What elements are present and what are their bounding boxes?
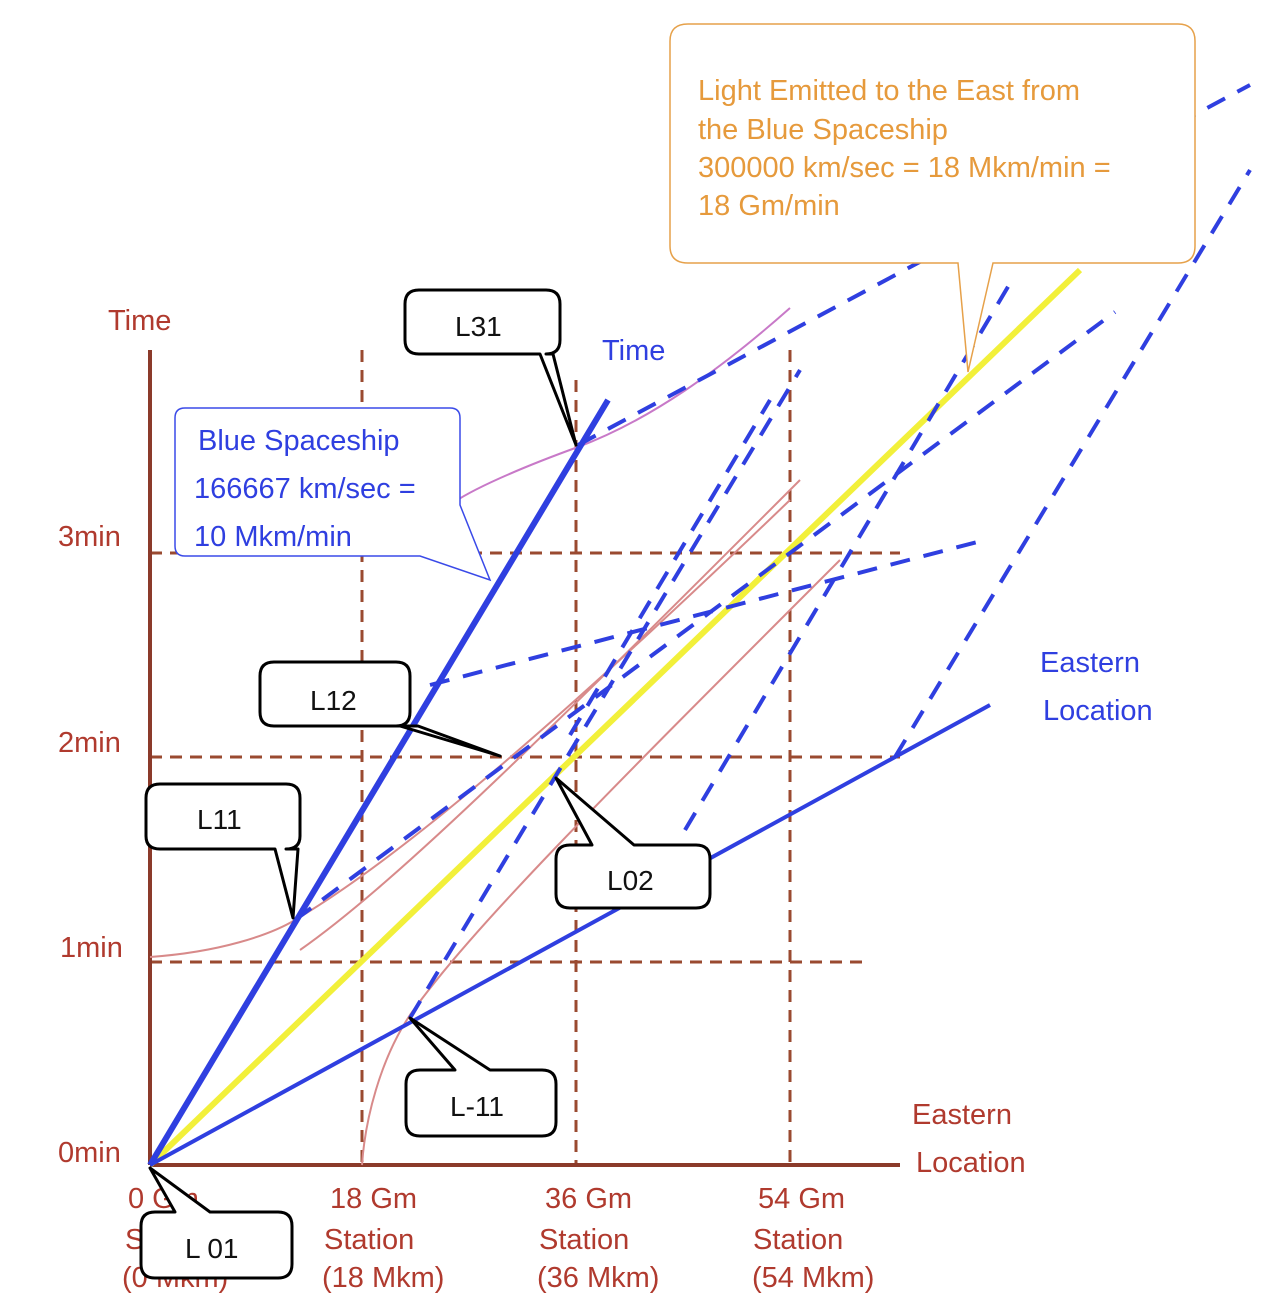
blue-ship-callout-line2: 166667 km/sec = (194, 473, 416, 505)
event-label-L01: L 01 (185, 1233, 238, 1264)
x-tick-18-line2: Station (324, 1224, 414, 1256)
ship-simultaneity-1 (293, 310, 1117, 922)
axes (148, 350, 900, 1167)
event-callout-L12: L12 (258, 660, 502, 758)
ship-simultaneity-2 (429, 538, 986, 687)
ship-simultaneity-3 (577, 83, 1251, 447)
event-callout-L11-box (144, 782, 302, 920)
event-callout-L02-box (554, 776, 712, 910)
tick-3min: 3min (58, 521, 121, 553)
event-callout-L31-box (403, 288, 578, 447)
blue-ship-callout-line1: Blue Spaceship (198, 425, 400, 457)
location-axis-title-line2: Location (916, 1147, 1026, 1179)
event-callout-L11: L11 (144, 782, 302, 920)
event-label-Lm11: L-11 (450, 1091, 504, 1122)
event-callout-L01-box (139, 1166, 294, 1280)
tick-2min: 2min (58, 727, 121, 759)
hyperbola-mid (299, 479, 801, 951)
ship-location-label-line1: Eastern (1040, 647, 1140, 679)
event-label-L02: L02 (607, 865, 654, 896)
event-callout-L02: L02 (554, 776, 712, 910)
light-callout-line1: Light Emitted to the East from (698, 75, 1080, 107)
ship-station-4 (568, 398, 772, 737)
x-tick-36: 36 Gm Station (36 Mkm) (537, 1183, 659, 1294)
x-tick-54-line3: (54 Mkm) (752, 1262, 874, 1294)
ship-location-axis (149, 703, 991, 1167)
event-callout-L31: L31 (403, 288, 578, 447)
light-callout-line4: 18 Gm/min (698, 190, 840, 222)
x-tick-36-line2: Station (539, 1224, 629, 1256)
x-tick-36-line1: 36 Gm (545, 1183, 632, 1215)
event-callout-Lm11: L-11 (404, 1016, 558, 1138)
ship-station-1 (408, 368, 802, 1020)
event-callout-L12-box (258, 660, 502, 758)
light-callout-line3: 300000 km/sec = 18 Mkm/min = (698, 152, 1111, 184)
ship-frame-dashed-lines (293, 83, 1252, 1020)
blue-ship-callout-line3: 10 Mkm/min (194, 521, 352, 553)
event-label-L31: L31 (455, 311, 502, 342)
event-label-L11: L11 (197, 804, 242, 835)
x-tick-54-line1: 54 Gm (758, 1183, 845, 1215)
tick-0min: 0min (58, 1137, 121, 1169)
x-tick-18: 18 Gm Station (18 Mkm) (322, 1183, 444, 1294)
tick-1min: 1min (60, 932, 123, 964)
x-tick-18-line3: (18 Mkm) (322, 1262, 444, 1294)
event-callout-L01: L 01 (139, 1166, 294, 1280)
x-tick-54: 54 Gm Station (54 Mkm) (752, 1183, 874, 1294)
hyperbola-time-3 (449, 307, 791, 506)
ship-frame (147, 398, 991, 1167)
hyperbola-space-1 (361, 559, 841, 1166)
ship-location-label-line2: Location (1043, 695, 1153, 727)
ship-time-axis (147, 398, 611, 1167)
location-axis-title-line1: Eastern (912, 1099, 1012, 1131)
x-tick-36-line3: (36 Mkm) (537, 1262, 659, 1294)
event-callout-Lm11-box (404, 1016, 558, 1138)
light-callout-box (669, 23, 1196, 373)
event-label-L12: L12 (310, 685, 357, 716)
blue-ship-callout-box (174, 407, 492, 582)
invariant-hyperbolas (149, 479, 841, 1166)
time-axis-title: Time (108, 305, 171, 337)
ship-station-2 (683, 273, 1017, 832)
x-tick-18-line1: 18 Gm (330, 1183, 417, 1215)
ship-time-label: Time (602, 335, 665, 367)
light-callout-line2: the Blue Spaceship (698, 114, 948, 146)
x-tick-54-line2: Station (753, 1224, 843, 1256)
blue-ship-callout: Blue Spaceship 166667 km/sec = 10 Mkm/mi… (174, 407, 492, 582)
light-callout: Light Emitted to the East from the Blue … (669, 23, 1196, 373)
light-worldline (147, 267, 1083, 1168)
ship-station-3 (893, 168, 1252, 759)
